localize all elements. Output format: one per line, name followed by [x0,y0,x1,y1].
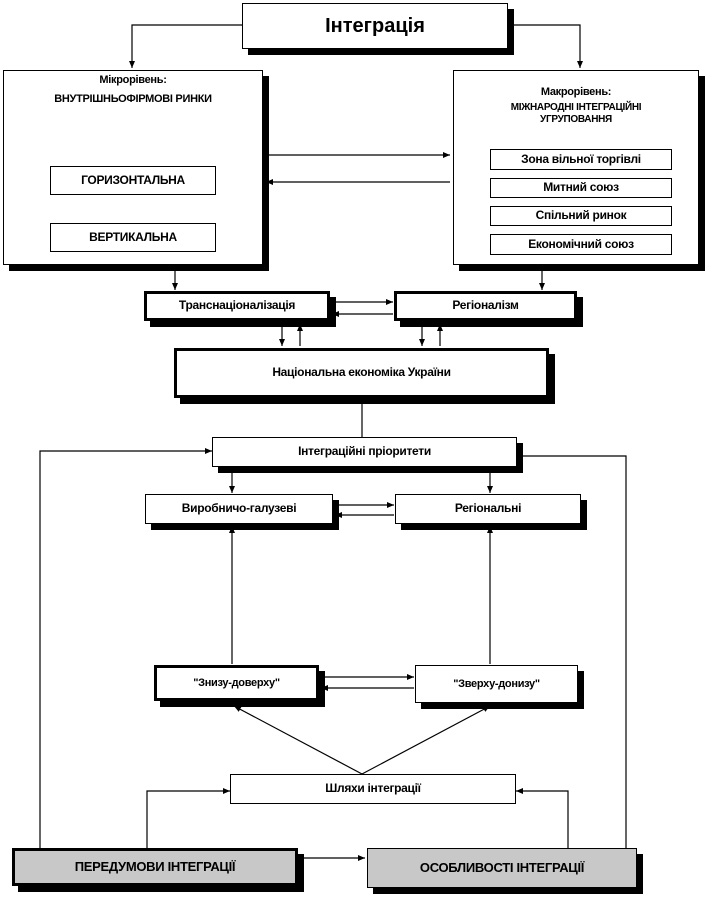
line-features-to-priorities [518,455,627,848]
regionalism-box: Регіоналізм [394,291,577,321]
transnationalization-box: Транснаціоналізація [144,291,330,321]
integration-ways-box: Шляхи інтеграції [230,774,516,804]
arrow-prerequisites-to-ways [146,788,230,848]
micro-level-subtitle: внутрішньофірмові ринки [54,93,212,105]
common-market-box: Спільний ринок [490,206,672,226]
customs-union-box: Митний союз [490,178,672,198]
economic-union-box: Економічний союз [490,234,672,255]
arrow-features-to-ways [516,788,569,848]
free-trade-zone-box: Зона вільної торгівлі [490,149,672,170]
macro-level-title: Макрорівень: [540,86,612,98]
arrow-title-to-micro [129,24,242,68]
arrow-prerequisites-to-priorities [39,448,212,848]
prerequisites-box: Передумови інтеграції [12,848,298,886]
vertical-box: Вертикальна [50,223,216,252]
integration-priorities-box: Інтеграційні пріоритети [212,437,517,467]
micro-level-title: Мікрорівень: [99,74,167,86]
arrow-title-to-macro [508,24,583,68]
features-box: Особливості інтеграції [367,848,637,888]
horizontal-box: Горизонтальна [50,166,216,195]
top-down-box: "Зверху-донизу" [415,665,578,703]
national-economy-box: Національна економіка України [174,348,549,398]
regional-box: Регіональні [395,494,581,524]
integration-title: Інтеграція [242,3,508,49]
arrow-ways-to-bottomup [233,705,363,775]
bottom-up-box: "Знизу-доверху" [154,665,319,701]
industrial-box: Виробничо-галузеві [145,494,333,524]
arrow-ways-to-topdown [361,705,491,775]
macro-level-subtitle: міжнародні інтеграційні угруповання [510,102,642,125]
